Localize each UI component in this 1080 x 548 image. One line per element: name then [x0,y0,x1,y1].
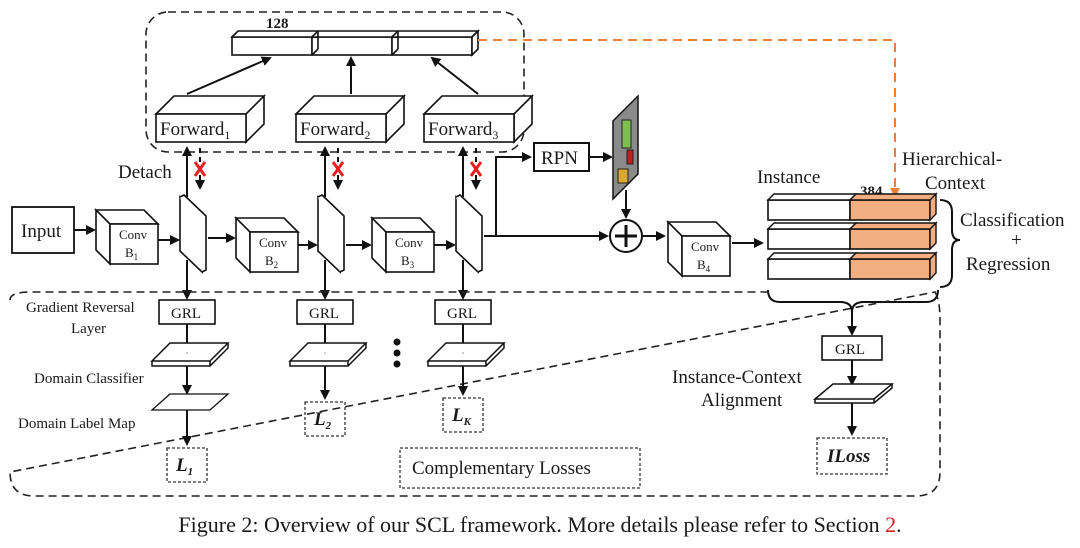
complementary-losses-label: Complementary Losses [412,458,591,479]
conv-label: Conv [259,235,288,250]
forward-block-3: Forward3 [422,94,534,144]
rpn-label: RPN [541,148,578,169]
instance-label: Instance [757,167,820,188]
domain-classifier [150,342,230,367]
instance-context-features [766,192,938,281]
section-reference-link[interactable]: 2 [885,512,897,537]
sum-operator-icon [609,219,643,253]
blocked-gradient-x-icon [469,161,483,177]
arrow-forward1-to-bar [186,56,272,95]
domain-loss-column-1: GRL L1 [150,299,230,483]
domain-label-map [150,393,230,411]
proposal-map [612,94,639,201]
iloss-label: ILoss [826,446,870,467]
context-feature [849,228,931,250]
hierarchical-context-label-2: Context [925,173,986,194]
conv-label: Conv [395,235,424,250]
instance-context-label-2: Alignment [701,390,783,411]
domain-classifier [426,342,506,367]
forward-blocks: Forward1 Forward2 Forward3 [154,94,534,144]
feature-plane-2 [317,194,345,274]
grl-label: GRL [447,306,477,322]
loss-label: L2 [313,409,332,432]
loss-box [304,401,346,437]
arrow-forward3-to-bar [430,56,479,95]
iloss-box [816,437,888,475]
gradient-reversal-label-2: Layer [71,321,106,337]
grl-box [434,299,492,325]
instance-context-label: Instance-Context [672,367,803,388]
right-brace [939,199,961,288]
regression-label: Regression [966,254,1051,275]
domain-loss-column-3: GRL LK [426,299,506,433]
feature-dim-128: 128 [266,16,289,32]
hierarchical-context-arrow [478,39,900,198]
concat-feature-bar [230,29,480,57]
feature-plane-3 [455,194,483,274]
grl-label: GRL [835,342,865,358]
instance-feature-1 [766,192,938,222]
forward-label: Forward3 [428,119,498,142]
context-feature [849,199,931,221]
domain-classifier [288,342,368,367]
loss-box [442,397,484,433]
instance-discriminator [812,383,895,404]
main-connections [74,146,764,300]
grl-box [296,299,354,325]
feature-planes [179,194,483,274]
forward-block-1: Forward1 [154,94,266,144]
loss-label: LK [451,405,472,428]
domain-label-map-label: Domain Label Map [18,416,135,432]
bottom-brace [767,289,939,313]
forward-label: Forward2 [300,119,370,142]
instance-feature-3 [766,251,938,281]
plus-label: + [1011,230,1022,251]
forward-block-2: Forward2 [294,94,406,144]
rpn-box [533,142,590,172]
loss-group-boundary [9,291,941,497]
caption-end: . [896,512,902,537]
grl-label: GRL [309,306,339,322]
domain-loss-columns: GRL L1 GRL L2 GRL LK [150,299,506,483]
arrow-to-rpn [495,152,532,236]
detach-label: Detach [118,162,172,183]
hierarchical-context-label: Hierarchical- [902,149,1002,170]
domain-classifier-label: Domain Classifier [34,371,144,387]
feature-plane-1 [179,194,207,274]
loss-box [166,447,208,483]
conv-label: Conv [119,227,148,242]
ellipsis-dots [393,338,401,368]
input-label: Input [21,221,62,242]
figure-caption: Figure 2: Overview of our SCL framework.… [0,512,1080,538]
gradient-reversal-label: Gradient Reversal [26,300,135,316]
conv-label: Conv [691,239,720,254]
forward-group-boundary [145,11,525,153]
grl-label: GRL [171,306,201,322]
complementary-losses-box [399,447,641,489]
blocked-gradient-x-icon [331,161,345,177]
blocked-gradient-x-icon [193,161,207,177]
instance-feature-2 [766,221,938,251]
loss-label: L1 [175,455,193,478]
classification-label: Classification [960,210,1065,231]
forward-label: Forward1 [160,119,230,142]
context-feature [849,258,931,280]
caption-text: Figure 2: Overview of our SCL framework.… [178,512,886,537]
